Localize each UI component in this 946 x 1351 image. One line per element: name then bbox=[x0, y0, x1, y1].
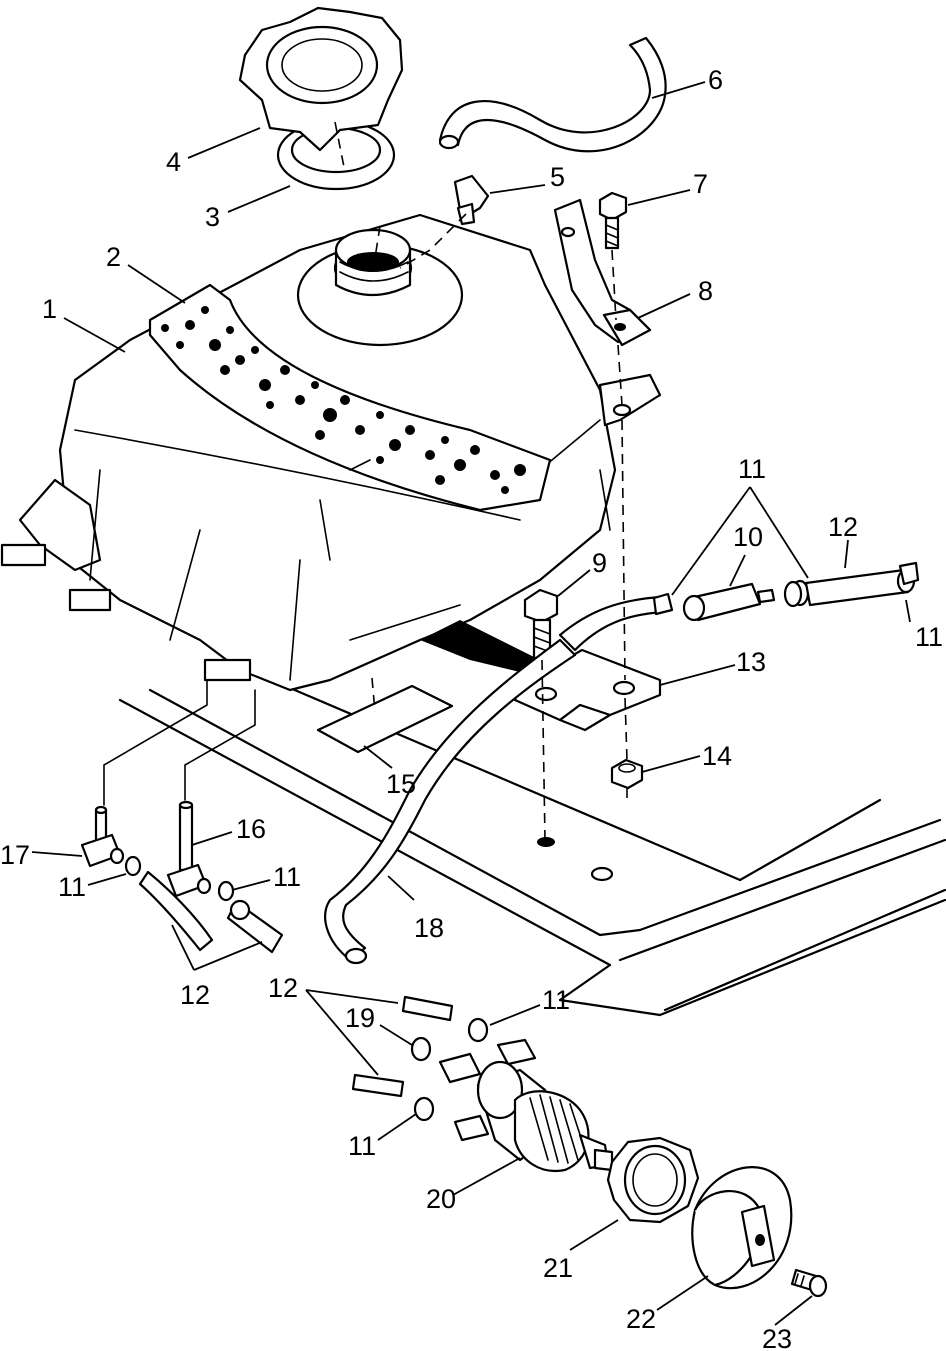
valve-clamps bbox=[410, 1017, 489, 1122]
callout-18: 18 bbox=[414, 913, 444, 943]
callout-8: 8 bbox=[698, 276, 713, 306]
callout-11-valve-bottom: 11 bbox=[348, 1131, 376, 1161]
fuel-filter bbox=[682, 582, 776, 622]
callout-7: 7 bbox=[693, 169, 708, 199]
callout-13: 13 bbox=[736, 647, 766, 677]
callout-14: 14 bbox=[702, 741, 732, 771]
callout-11-left: 11 bbox=[58, 872, 86, 902]
callout-11-valve-top: 11 bbox=[542, 985, 570, 1015]
mount-nut bbox=[610, 758, 644, 790]
callout-16: 16 bbox=[236, 814, 266, 844]
callout-10: 10 bbox=[733, 522, 763, 552]
tank-pad bbox=[316, 677, 454, 754]
bracket-bolt bbox=[598, 191, 628, 250]
callout-21: 21 bbox=[543, 1253, 573, 1283]
knob-screw bbox=[790, 1268, 828, 1298]
callout-17: 17 bbox=[0, 840, 30, 870]
tank-bracket bbox=[553, 198, 652, 347]
callout-1: 1 bbox=[42, 294, 57, 324]
callout-23: 23 bbox=[762, 1324, 792, 1351]
tank-fitting-left bbox=[80, 805, 125, 868]
fuel-valve bbox=[438, 1038, 614, 1173]
callout-labels: 1 2 3 4 5 6 7 8 9 10 11 11 11 11 11 11 1… bbox=[0, 65, 943, 1351]
leader-lines bbox=[31, 81, 911, 1326]
frame-rails bbox=[118, 686, 946, 1017]
hoses-lower-left bbox=[138, 870, 284, 954]
clamps-lower-left bbox=[124, 855, 235, 902]
clamp-upper-a bbox=[783, 579, 810, 608]
callout-15: 15 bbox=[386, 769, 416, 799]
callout-20: 20 bbox=[426, 1184, 456, 1214]
callout-9: 9 bbox=[592, 548, 607, 578]
callout-11-mid: 11 bbox=[273, 862, 301, 892]
assembly-lines bbox=[103, 121, 628, 882]
fuel-line-upper bbox=[558, 592, 674, 652]
fuel-line-long bbox=[324, 638, 577, 965]
callout-22: 22 bbox=[626, 1304, 656, 1334]
callout-12-top: 12 bbox=[828, 512, 858, 542]
callout-5: 5 bbox=[550, 162, 565, 192]
valve-knob bbox=[691, 1166, 793, 1290]
callout-11-top: 11 bbox=[738, 454, 766, 484]
callout-19: 19 bbox=[345, 1003, 375, 1033]
callout-2: 2 bbox=[106, 242, 121, 272]
callout-11-right: 11 bbox=[915, 622, 943, 652]
callout-12-valve: 12 bbox=[268, 973, 298, 1003]
valve-hoses bbox=[351, 995, 454, 1098]
vent-fitting bbox=[453, 174, 490, 226]
callout-4: 4 bbox=[166, 147, 181, 177]
tank-fitting-right bbox=[166, 800, 212, 898]
mount-pad bbox=[420, 620, 540, 672]
callout-3: 3 bbox=[205, 202, 220, 232]
callout-12-left: 12 bbox=[180, 980, 210, 1010]
valve-nut bbox=[606, 1136, 700, 1224]
tank-mount-flange bbox=[598, 373, 662, 427]
fuel-cap bbox=[238, 6, 404, 152]
fuel-hose-upper-right bbox=[804, 561, 920, 607]
tank-pad-strap bbox=[148, 283, 552, 512]
callout-6: 6 bbox=[708, 65, 723, 95]
vent-hose bbox=[438, 36, 667, 153]
